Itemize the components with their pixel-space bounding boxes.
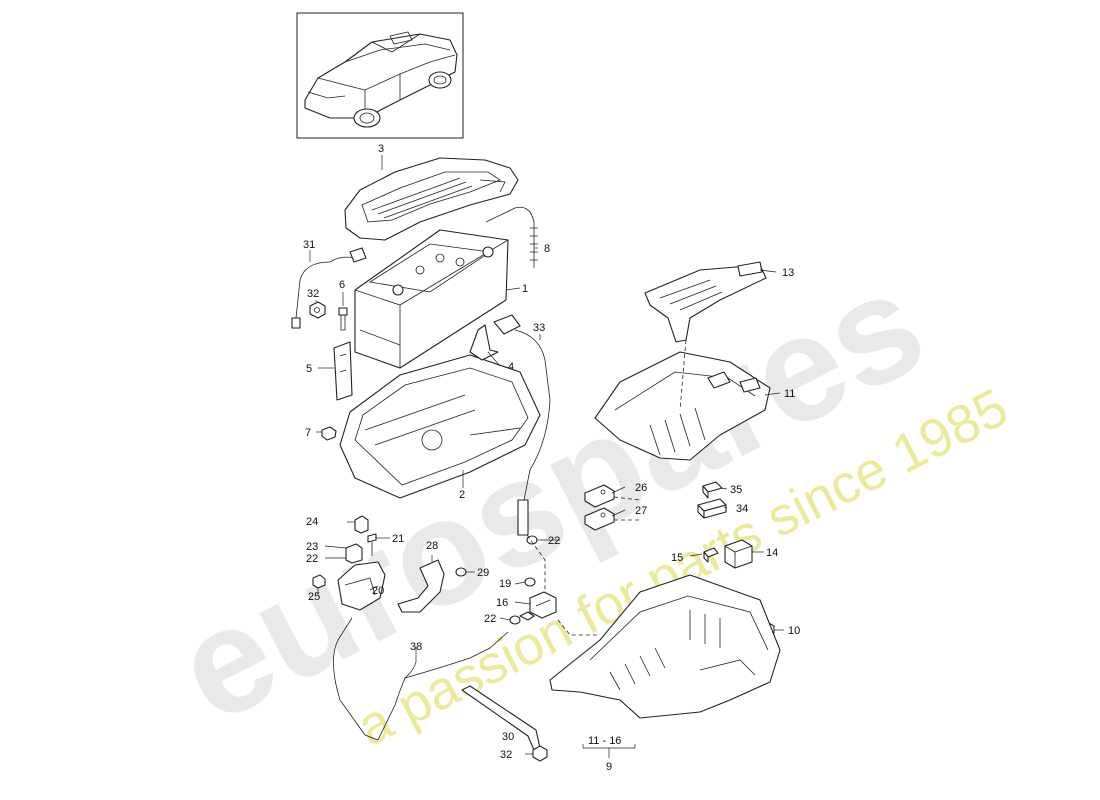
callout-38: 38 bbox=[410, 641, 422, 653]
callout-15: 15 bbox=[671, 552, 683, 564]
callout-32-upper: 32 bbox=[307, 288, 319, 300]
fuse-carrier bbox=[594, 351, 771, 461]
ground-cable-31 bbox=[291, 247, 367, 329]
relay-15 bbox=[703, 547, 719, 563]
callout-35: 35 bbox=[730, 484, 742, 496]
callout-30: 30 bbox=[502, 731, 514, 743]
callout-20: 20 bbox=[372, 585, 384, 597]
fuse-26 bbox=[584, 484, 615, 508]
callout-9: 9 bbox=[606, 761, 612, 773]
callout-33: 33 bbox=[533, 322, 545, 334]
callout-29: 29 bbox=[477, 567, 489, 579]
callout-26: 26 bbox=[635, 482, 647, 494]
callout-24: 24 bbox=[306, 516, 318, 528]
callout-22-upper: 22 bbox=[306, 553, 318, 565]
fuse-27 bbox=[584, 507, 615, 531]
callout-6: 6 bbox=[339, 279, 345, 291]
callout-14: 14 bbox=[766, 547, 778, 559]
relay-14 bbox=[724, 539, 753, 569]
callout-22-lower: 22 bbox=[484, 613, 496, 625]
vehicle-thumbnail bbox=[296, 12, 464, 139]
relay-holder-16 bbox=[519, 591, 557, 621]
strap-30 bbox=[461, 685, 541, 751]
callout-16: 16 bbox=[496, 597, 508, 609]
fuse-box-base bbox=[549, 574, 781, 719]
callout-7: 7 bbox=[305, 427, 311, 439]
callout-28: 28 bbox=[426, 540, 438, 552]
callout-labels: 3 1 8 31 32 6 5 4 33 7 2 13 11 26 27 35 … bbox=[303, 143, 800, 773]
callout-10: 10 bbox=[788, 625, 800, 637]
callout-1: 1 bbox=[522, 283, 528, 295]
battery bbox=[354, 229, 509, 369]
cable-8 bbox=[485, 206, 538, 268]
callout-4: 4 bbox=[508, 361, 514, 373]
callout-2: 2 bbox=[459, 489, 465, 501]
nut-32-lower bbox=[532, 745, 548, 762]
nut-32-upper bbox=[309, 301, 326, 319]
callout-25: 25 bbox=[308, 591, 320, 603]
callout-11: 11 bbox=[784, 388, 795, 400]
callout-13: 13 bbox=[782, 267, 794, 279]
callout-31: 31 bbox=[303, 239, 315, 251]
callout-5: 5 bbox=[306, 363, 312, 375]
washer-22-lower bbox=[509, 615, 521, 625]
clip-7 bbox=[321, 426, 337, 441]
callout-34: 34 bbox=[736, 503, 748, 515]
callout-19: 19 bbox=[499, 578, 511, 590]
washer-19 bbox=[524, 577, 536, 587]
leader-lines bbox=[309, 155, 784, 758]
callout-21: 21 bbox=[392, 533, 404, 545]
terminal-assembly bbox=[312, 515, 386, 611]
callout-22-mid: 22 bbox=[548, 535, 560, 547]
positive-cable-33 bbox=[493, 314, 551, 536]
battery-tray bbox=[339, 354, 541, 499]
callout-11-16: 11 - 16 bbox=[588, 735, 621, 747]
callout-3: 3 bbox=[378, 143, 384, 155]
hold-down-bracket bbox=[333, 341, 353, 401]
bracket-28 bbox=[397, 559, 445, 613]
cable-38 bbox=[333, 617, 509, 741]
screw-icon bbox=[338, 307, 348, 331]
suv-icon bbox=[304, 31, 458, 128]
callout-27: 27 bbox=[635, 505, 647, 517]
fuse-34 bbox=[697, 498, 727, 519]
callout-32-lower: 32 bbox=[500, 749, 512, 761]
battery-cover bbox=[344, 157, 519, 241]
watermark: eurospares a passion for parts since 198… bbox=[151, 237, 1017, 757]
fuse-box-cover bbox=[644, 261, 767, 343]
callout-8: 8 bbox=[544, 243, 550, 255]
callout-23: 23 bbox=[306, 541, 318, 553]
nut-29 bbox=[455, 567, 467, 577]
bracket-4 bbox=[469, 324, 499, 361]
